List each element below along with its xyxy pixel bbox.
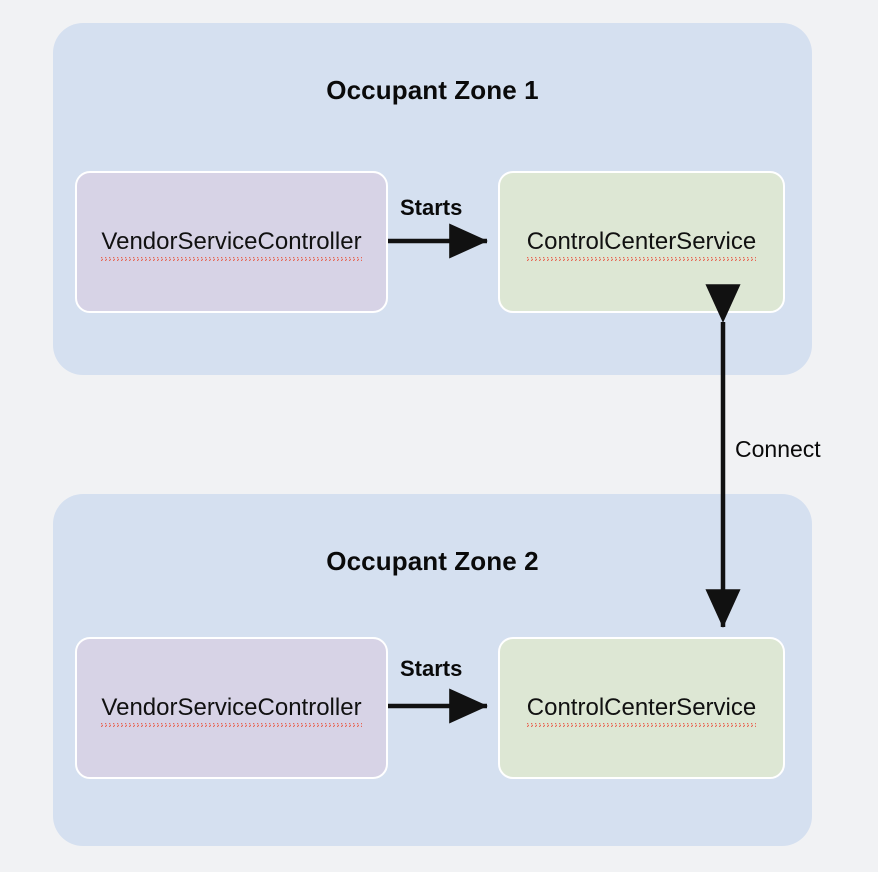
zone-title: Occupant Zone 1	[326, 75, 539, 105]
node-control-center-service-1[interactable]: ControlCenterService	[498, 171, 785, 313]
node-control-center-service-2[interactable]: ControlCenterService	[498, 637, 785, 779]
node-vendor-service-controller-2[interactable]: VendorServiceController	[75, 637, 388, 779]
zone-title: Occupant Zone 2	[326, 546, 539, 576]
node-label: VendorServiceController	[101, 228, 362, 255]
edge-label-starts-2: Starts	[400, 656, 463, 681]
edge-label-connect: Connect	[735, 436, 821, 462]
node-vendor-service-controller-1[interactable]: VendorServiceController	[75, 171, 388, 313]
node-label: ControlCenterService	[526, 694, 757, 721]
node-label: ControlCenterService	[526, 228, 757, 255]
node-label: VendorServiceController	[101, 694, 362, 721]
edge-label-starts-1: Starts	[400, 195, 463, 220]
